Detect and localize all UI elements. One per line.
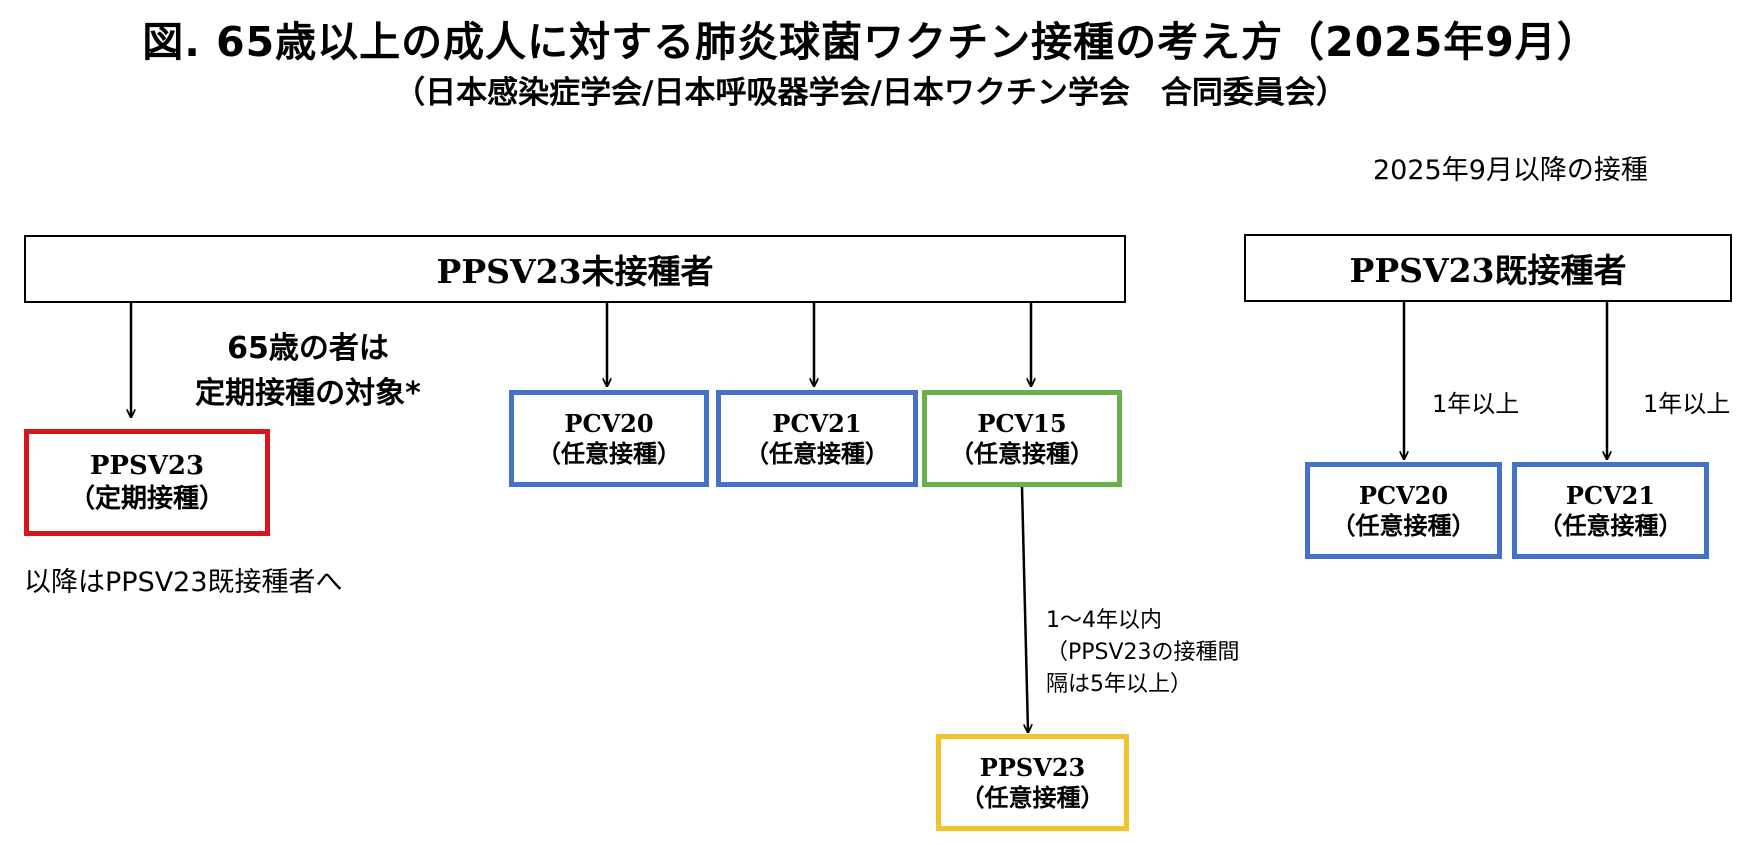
vaccine-name: PCV21 [1565,480,1656,510]
figure-title: 図. 65歳以上の成人に対する肺炎球菌ワクチン接種の考え方（2025年9月） [142,18,1599,66]
routine-note: 65歳の者は 定期接種の対象* [168,326,448,416]
interval-line3: 隔は5年以上） [1046,671,1192,697]
vaccine-type: （任意接種） [950,439,1094,468]
interval-to-pcv21: 1年以上 [1643,390,1731,418]
vaccine-type: （任意接種） [745,439,889,468]
vaccine-type: （任意接種） [1538,511,1683,540]
routine-note-line2: 定期接種の対象* [195,376,421,411]
group-vaccinated-label: PPSV23既接種者 [1349,251,1627,290]
vaccine-box-pcv21-a: PCV21 （任意接種） [716,390,918,487]
interval-line2: （PPSV23の接種間 [1046,639,1240,665]
vaccine-name: PCV20 [1358,480,1449,510]
vaccine-box-pcv15: PCV15 （任意接種） [922,390,1122,487]
vaccine-box-pcv21-b: PCV21 （任意接種） [1512,462,1709,559]
vaccine-name: PCV15 [977,408,1067,438]
vaccine-type: （定期接種） [68,483,225,514]
group-vaccinated: PPSV23既接種者 [1244,234,1732,302]
interval-pcv15-to-ppsv23: 1～4年以内 （PPSV23の接種間 隔は5年以上） [1046,605,1240,701]
vaccine-box-ppsv23-routine: PPSV23 （定期接種） [24,429,270,536]
group-unvaccinated: PPSV23未接種者 [24,235,1126,303]
vaccine-name: PPSV23 [979,752,1086,782]
routine-note-line1: 65歳の者は [227,331,389,366]
vaccine-box-pcv20-a: PCV20 （任意接種） [509,390,709,487]
vaccine-type: （任意接種） [537,439,681,468]
interval-line1: 1～4年以内 [1046,608,1162,633]
arrow-pcv15-to-ppsv23 [1020,486,1028,732]
period-note: 2025年9月以降の接種 [1373,155,1648,186]
vaccine-type: （任意接種） [1331,511,1476,540]
after-routine-note: 以降はPPSV23既接種者へ [24,567,343,598]
vaccine-type: （任意接種） [960,783,1105,812]
group-unvaccinated-label: PPSV23未接種者 [436,252,714,291]
interval-to-pcv20: 1年以上 [1432,390,1520,418]
vaccine-box-ppsv23-voluntary: PPSV23 （任意接種） [936,734,1129,831]
vaccine-box-pcv20-b: PCV20 （任意接種） [1305,462,1502,559]
vaccine-name: PCV21 [772,408,862,438]
vaccine-name: PCV20 [564,408,654,438]
figure-subtitle: （日本感染症学会/日本呼吸器学会/日本ワクチン学会 合同委員会） [394,75,1347,111]
vaccine-name: PPSV23 [89,451,205,481]
